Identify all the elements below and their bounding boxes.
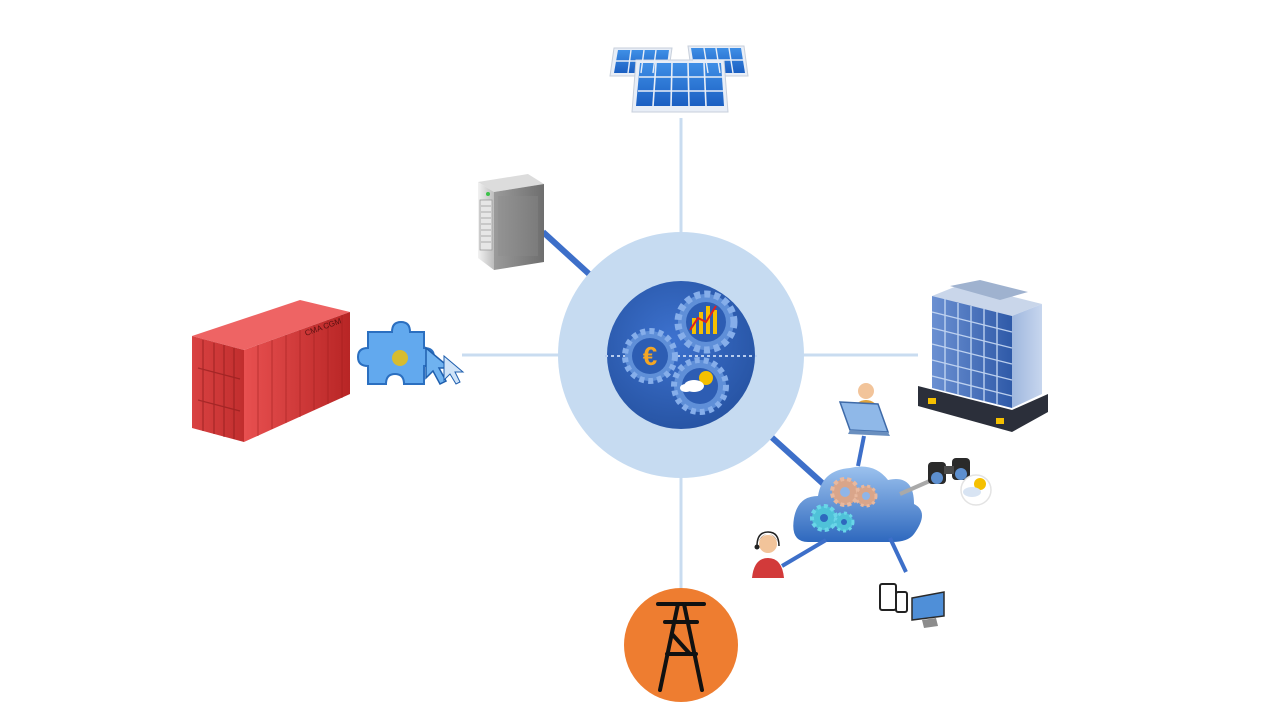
link-devices	[888, 537, 908, 573]
support-agent-icon	[752, 531, 784, 578]
user-laptop-icon	[838, 382, 890, 436]
solar-panel-front	[631, 59, 729, 113]
server-tower-icon	[478, 174, 544, 270]
link-support	[780, 538, 828, 568]
power-pylon-icon	[624, 588, 738, 702]
solar-panels-icon	[609, 45, 749, 113]
central-hub: €	[558, 232, 804, 478]
link-user	[856, 435, 866, 467]
link-observe	[899, 478, 933, 496]
weather-gear-icon	[671, 357, 729, 415]
devices-icon	[879, 583, 945, 628]
svg-text:€: €	[643, 341, 657, 371]
euro-gear-icon: €	[622, 328, 678, 384]
binoculars-weather-icon	[928, 458, 992, 506]
office-building-icon	[918, 280, 1048, 432]
thin-connectors	[462, 118, 918, 590]
puzzle-cursor-icon	[356, 320, 465, 385]
chart-gear-icon	[674, 290, 738, 354]
shipping-container-icon: CMA CGM	[192, 300, 350, 442]
cloud-link-lines	[780, 435, 933, 573]
cloud-gears-icon	[793, 466, 922, 542]
